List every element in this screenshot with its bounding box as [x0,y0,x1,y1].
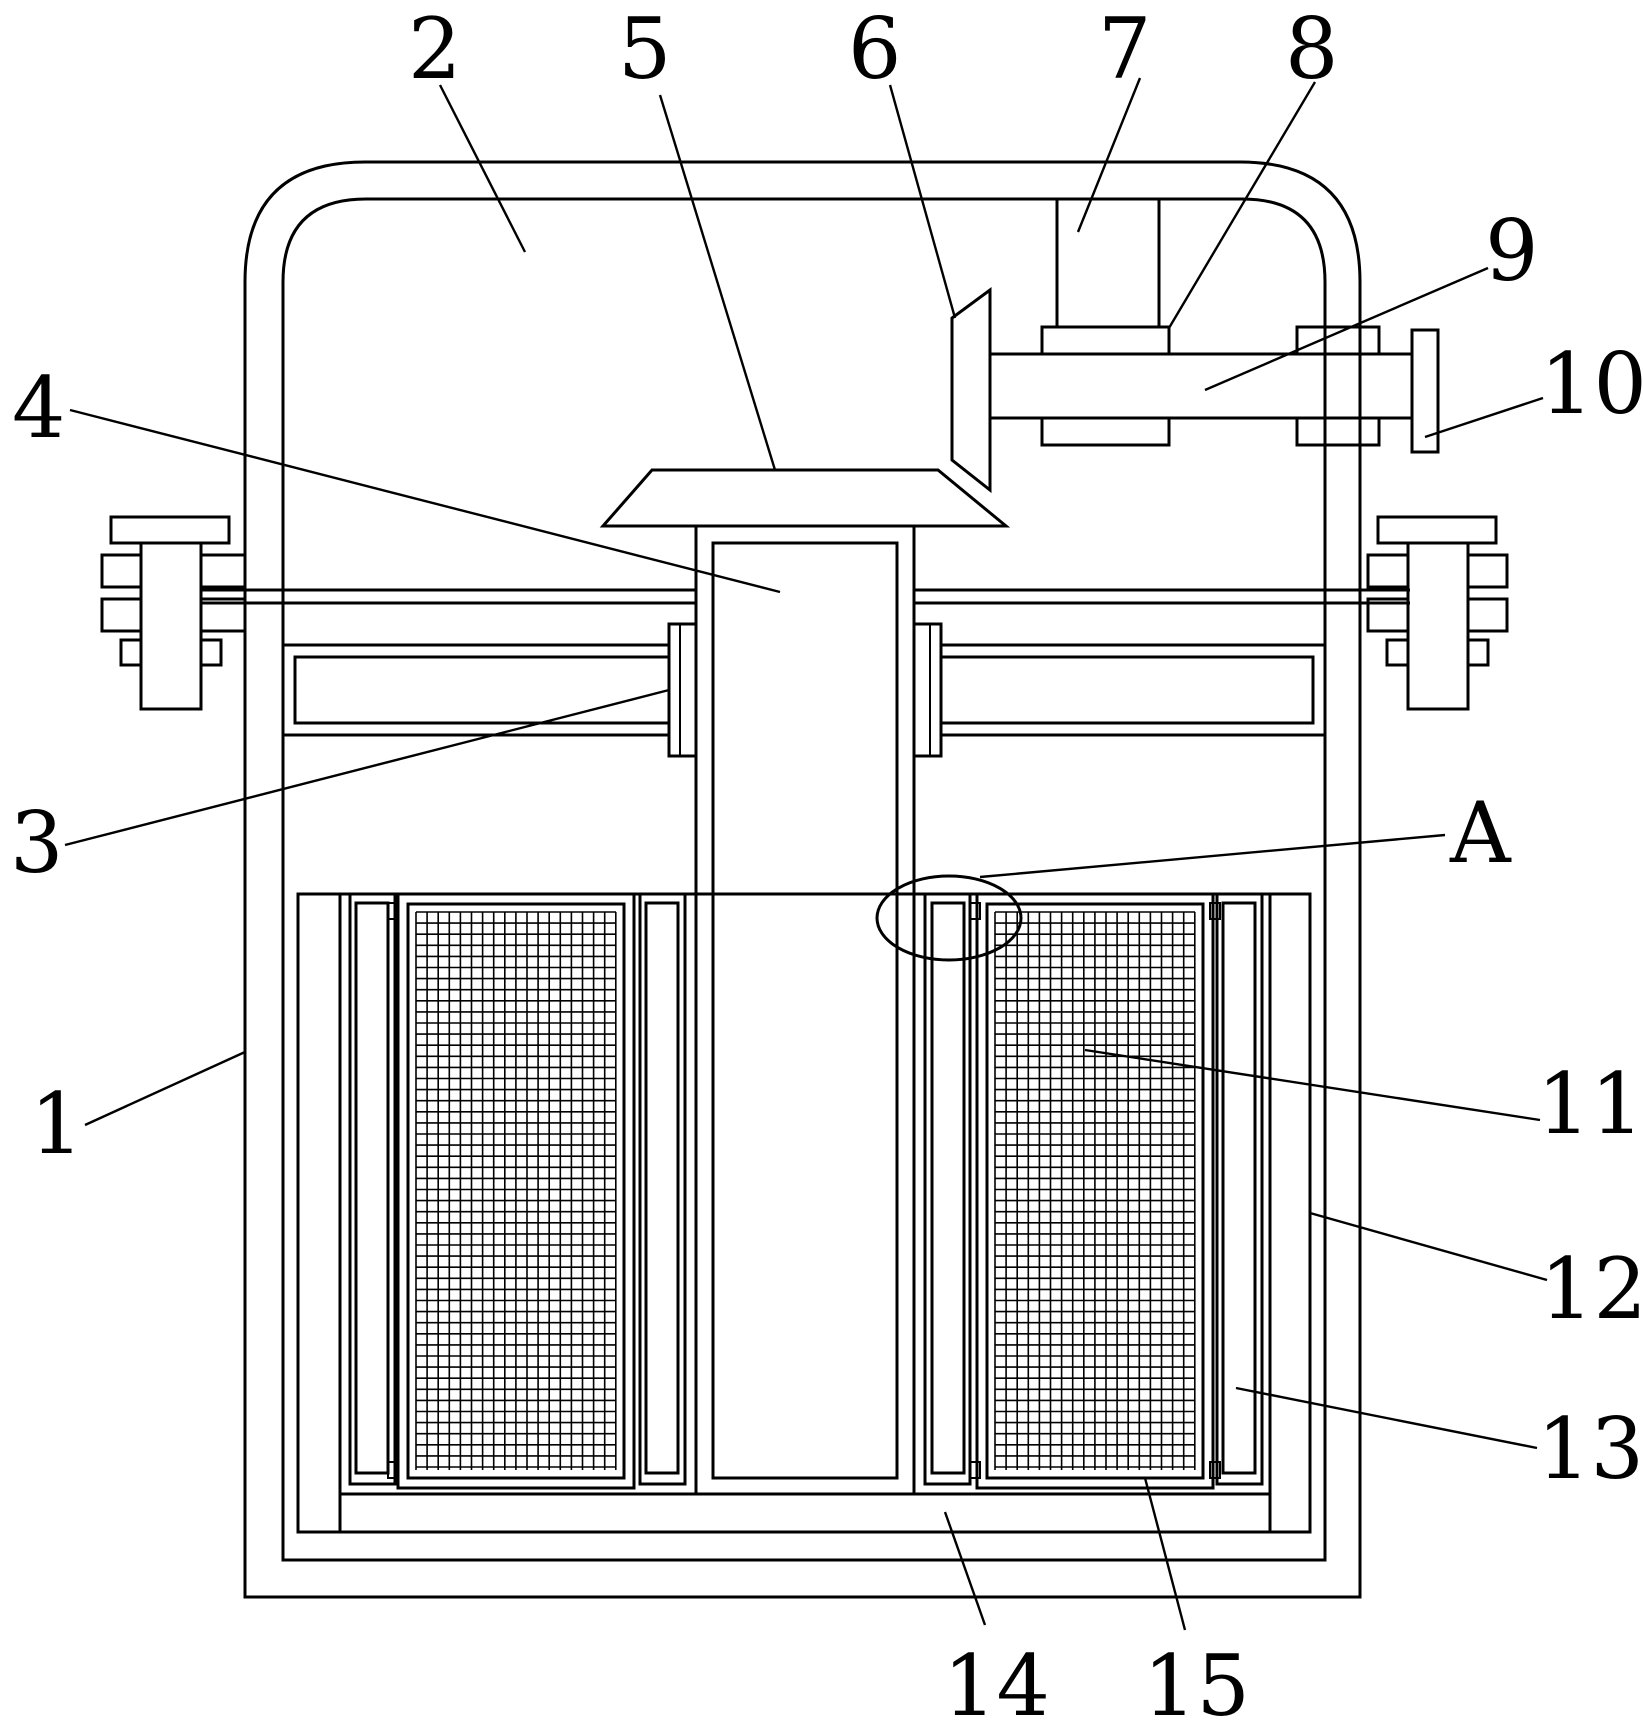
drive-shaft [990,354,1412,418]
leader-a [980,835,1445,877]
label-13: 13 [1537,1400,1643,1498]
column-bevel-gear [603,470,1006,526]
label-3: 3 [10,794,63,892]
leader-4 [70,410,780,592]
leader-11 [1085,1050,1540,1120]
slider-left [669,624,696,756]
label-11: 11 [1537,1055,1643,1153]
label-14: 14 [943,1637,1050,1727]
leader-5 [660,95,775,470]
right-wheel-assembly [1368,517,1507,709]
leader-10 [1425,398,1543,437]
label-1: 1 [30,1075,83,1173]
label-12: 12 [1540,1240,1643,1338]
label-a: A [1449,784,1512,882]
label-5: 5 [618,0,671,98]
bearing-seat-upper-right [1297,327,1379,354]
leader-3 [65,690,669,845]
right-filter-assembly [925,894,1262,1488]
leader-15 [1145,1478,1185,1630]
leader-1 [85,1052,245,1125]
bearing-seat-upper-left [1042,327,1169,354]
outer-housing [245,162,1360,1597]
leader-8 [1169,82,1315,328]
leader-2 [440,85,525,252]
guide-rail-right-inner [941,657,1313,723]
base-plate [340,1494,1270,1532]
bevel-gear [952,290,990,490]
slider-right [914,624,941,756]
motor-block [1057,199,1159,327]
filter-mesh-right [995,912,1195,1470]
leader-13 [1236,1388,1537,1448]
central-column-inner [713,543,897,1478]
left-wheel-assembly [102,517,245,709]
bearing-seat-lower-right [1297,418,1379,445]
label-4: 4 [12,359,65,457]
leader-7 [1078,78,1140,232]
leader-6 [890,85,955,318]
label-15: 15 [1143,1637,1250,1727]
detail-circle-a [877,876,1021,960]
leader-9 [1205,268,1488,390]
label-9: 9 [1485,202,1538,300]
label-10: 10 [1540,335,1643,433]
label-2: 2 [408,0,461,98]
filter-mesh-left [416,912,616,1470]
left-filter-assembly [350,894,685,1488]
bearing-seat-lower-left [1042,418,1169,445]
label-6: 6 [848,0,901,98]
label-7: 7 [1098,0,1151,98]
leader-14 [945,1512,985,1625]
label-8: 8 [1285,0,1338,98]
guide-rail-left-inner [295,657,669,723]
central-column-outer [696,526,914,1494]
leader-12 [1310,1213,1547,1280]
